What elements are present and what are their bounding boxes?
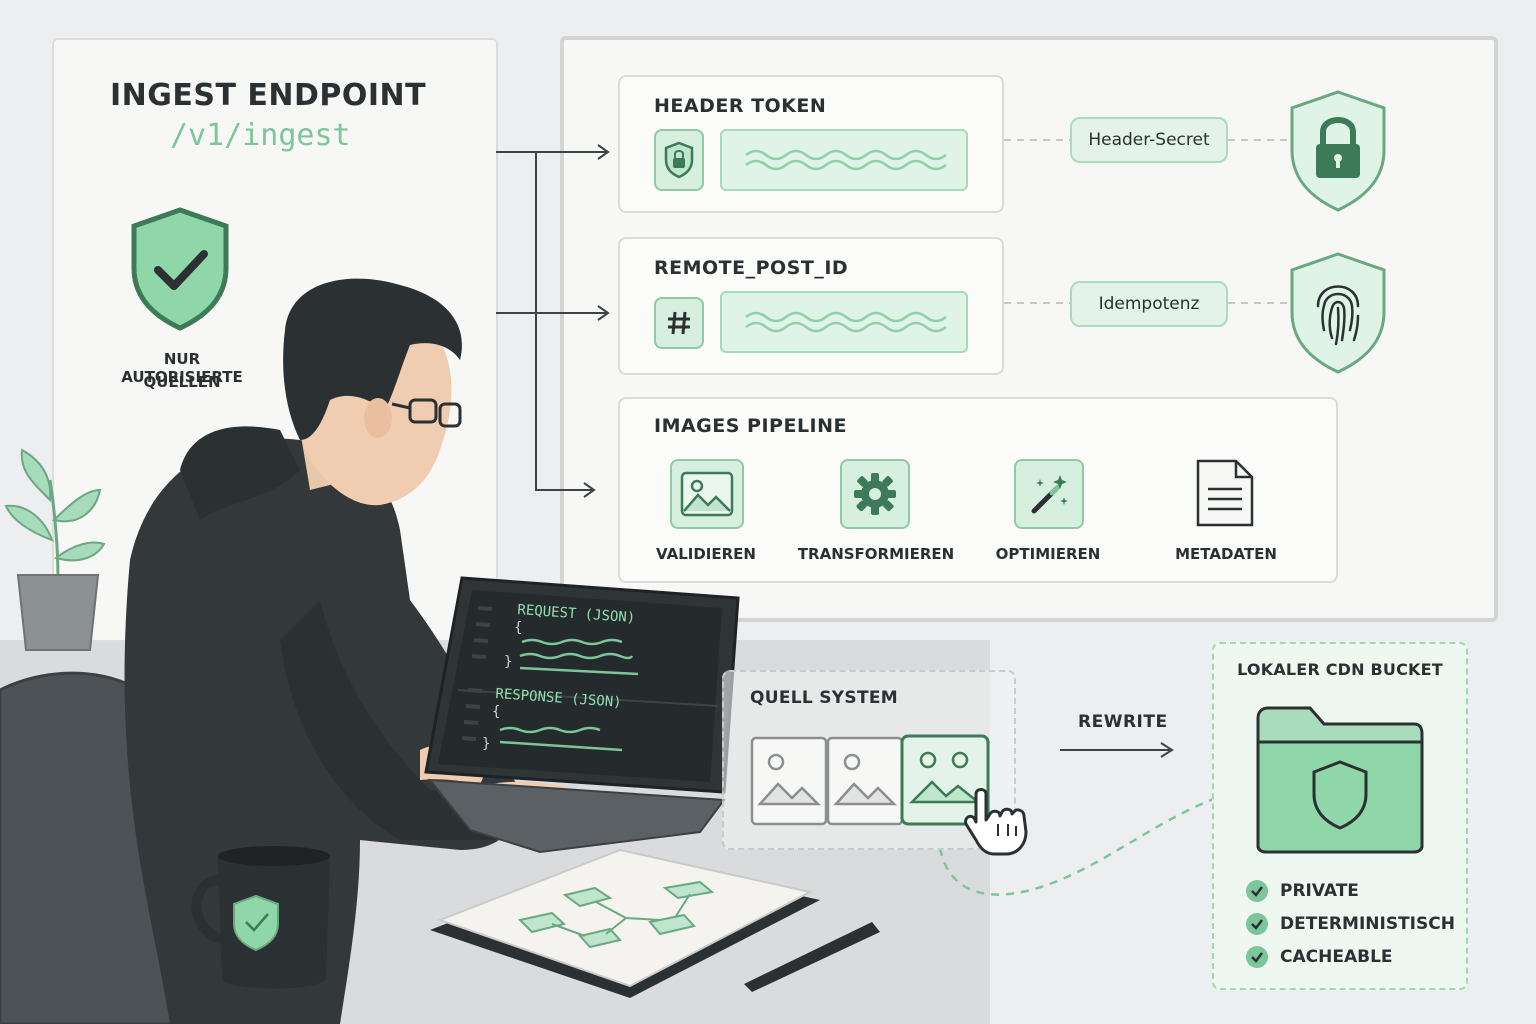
header-token-title: HEADER TOKEN — [654, 95, 827, 117]
hand-pointer-icon — [964, 788, 1028, 856]
image-icon — [670, 459, 744, 529]
magic-wand-icon — [1014, 459, 1084, 529]
feature-label: PRIVATE — [1280, 880, 1359, 901]
feature-label: DETERMINISTISCH — [1280, 913, 1455, 934]
ingest-endpoint-title: INGEST ENDPOINT — [110, 78, 427, 113]
step-label-transformieren: TRANSFORMIEREN — [797, 545, 955, 563]
fingerprint-shield-icon — [1290, 252, 1386, 374]
feature-deterministisch: DETERMINISTISCH — [1246, 907, 1455, 940]
selected-image-icon[interactable] — [900, 734, 992, 828]
check-icon — [1246, 879, 1268, 902]
gear-icon — [840, 459, 910, 529]
cdn-feature-list: PRIVATE DETERMINISTISCH CACHEABLE — [1246, 874, 1455, 973]
shield-lock-icon — [654, 129, 704, 191]
source-image-icon — [826, 736, 904, 826]
source-image-icon — [750, 736, 828, 826]
remote-post-id-field[interactable] — [720, 291, 968, 353]
header-secret-pill: Header-Secret — [1070, 117, 1228, 163]
images-pipeline-card: IMAGES PIPELINE VALIDIEREN TRANSFORMIERE… — [618, 397, 1338, 583]
source-system-box: QUELL SYSTEM — [722, 670, 1016, 850]
remote-post-id-card: REMOTE_POST_ID — [618, 237, 1004, 375]
step-label-metadaten: METADATEN — [1175, 545, 1277, 563]
check-icon — [1246, 945, 1268, 968]
plant-illustration — [4, 448, 106, 651]
shield-caption-line2: QUELLEN — [143, 373, 221, 391]
images-pipeline-title: IMAGES PIPELINE — [654, 415, 848, 437]
developer-illustration — [0, 278, 880, 1024]
check-shield-icon — [131, 207, 229, 331]
step-label-validieren: VALIDIEREN — [656, 545, 756, 563]
feature-label: CACHEABLE — [1280, 946, 1393, 967]
check-icon — [1246, 912, 1268, 935]
hash-icon — [654, 297, 704, 349]
header-token-card: HEADER TOKEN — [618, 75, 1004, 213]
folder-shield-icon — [1256, 706, 1424, 854]
shield-caption-line1: NUR AUTORISIERTE — [121, 350, 243, 386]
cdn-bucket-panel: LOKALER CDN BUCKET PRIVATE DETERMINISTIS… — [1212, 642, 1468, 990]
source-system-title: QUELL SYSTEM — [750, 688, 898, 708]
response-brace-close: } — [482, 736, 491, 752]
step-label-optimieren: OPTIMIEREN — [995, 545, 1101, 563]
endpoint-path: /v1/ingest — [170, 118, 351, 153]
cdn-bucket-title: LOKALER CDN BUCKET — [1237, 660, 1443, 679]
padlock-shield-icon — [1290, 90, 1386, 212]
idempotenz-pill: Idempotenz — [1070, 281, 1228, 327]
rewrite-label: REWRITE — [1078, 712, 1168, 732]
response-brace-open: { — [492, 704, 501, 720]
remote-post-id-title: REMOTE_POST_ID — [654, 257, 849, 279]
header-token-field[interactable] — [720, 129, 968, 191]
feature-private: PRIVATE — [1246, 874, 1455, 907]
request-brace-open: { — [514, 620, 523, 636]
document-icon — [1196, 459, 1254, 527]
request-brace-close: } — [504, 654, 513, 670]
feature-cacheable: CACHEABLE — [1246, 940, 1455, 973]
